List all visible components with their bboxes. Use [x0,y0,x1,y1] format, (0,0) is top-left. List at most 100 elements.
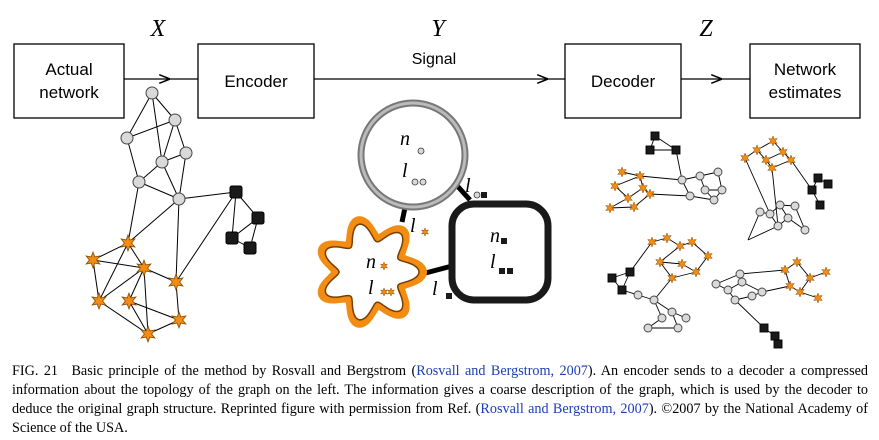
estimates-gray-node [773,221,783,231]
estimates-black-node [607,273,617,283]
estimates-gray-node [775,200,785,210]
decoder-box: Decoder [564,43,682,119]
estimates-edge [659,261,683,265]
small-orange-star [420,227,430,237]
estimates-gray-node [667,307,677,317]
estimates-black-node [813,173,823,183]
estimates-orange-node [821,266,831,278]
estimates-orange-node [780,264,790,276]
estimates-black-node [770,331,780,341]
estimates-gray-node [685,191,695,201]
estimates-gray-node [747,291,757,301]
citation-link-1[interactable]: Rosvall and Bergstrom, 2007 [416,363,588,379]
link-gray-black-l: l [465,175,471,197]
estimates-orange-node [610,180,620,192]
var-z-label: Z [699,16,713,42]
estimates-black-node [671,145,681,155]
estimates-gray-node [709,195,719,205]
network-estimates-box: Network estimates [749,43,861,119]
actual-network-black-nodes [225,185,265,255]
small-orange-star [386,287,396,297]
estimates-gray-node [700,185,710,195]
estimates-gray-node [735,269,745,279]
orange-star-node [171,310,187,330]
orange-module-n: n [366,251,376,273]
estimates-gray-node [649,295,659,305]
caption-text-1: Basic principle of the method by Rosvall… [71,363,417,379]
estimates-orange-node [786,154,796,166]
estimates-gray-node [681,313,691,323]
estimates-edge [695,255,709,273]
estimates-black-node [759,323,769,333]
estimates-orange-node [629,201,639,213]
estimates-orange-node [761,154,771,166]
orange-module: n l [317,216,427,328]
orange-star-node [85,250,101,270]
orange-star-node [168,272,184,292]
estimates-black-node [773,339,783,349]
black-module-n: n [490,225,500,247]
estimates-edge [671,271,697,279]
black-module-l: l [490,251,496,273]
estimates-orange-node [605,202,615,214]
estimates-gray-node [755,207,765,217]
estimates-graph [605,131,833,349]
estimates-orange-node [813,292,823,304]
estimates-orange-node [703,250,713,262]
small-orange-star [379,261,389,271]
estimates-black-node [617,285,627,295]
figure-caption: FIG. 21 Basic principle of the method by… [12,362,868,438]
estimates-gray-node [711,279,721,289]
estimates-orange-node [617,166,627,178]
estimates-gray-node [730,295,740,305]
actual-network-gray-nodes [120,86,193,206]
estimates-edge [796,261,811,279]
network-estimates-label-2: estimates [769,83,842,102]
estimates-gray-node [717,185,727,195]
encoder-label: Encoder [224,72,288,91]
estimates-orange-node [778,146,788,158]
estimates-orange-node [752,144,762,156]
estimates-orange-node [638,182,648,194]
estimates-gray-node [643,323,653,333]
orange-star-node [136,258,152,278]
actual-network-label-2: network [39,83,99,102]
actual-network-label-1: Actual [45,60,92,79]
estimates-black-node [650,131,660,141]
estimates-gray-node [723,285,733,295]
estimates-orange-node [675,240,685,252]
citation-link-2[interactable]: Rosvall and Bergstrom, 2007 [480,401,649,417]
estimates-gray-node [800,225,810,235]
estimates-black-node [645,145,655,155]
estimates-edge [734,299,765,329]
estimates-orange-node [667,272,677,284]
encoder-box: Encoder [197,43,315,119]
estimates-gray-node [737,277,747,287]
caption-text-3: ). ©2007 by the National Academy of Scie… [12,401,868,436]
estimates-edge [614,175,641,187]
estimates-edge [653,277,673,301]
estimates-orange-node [785,280,795,292]
estimates-edge [790,159,813,191]
estimates-black-node [815,200,825,210]
estimates-orange-node [792,256,802,268]
actual-network-orange-nodes [85,233,187,344]
estimates-orange-node [635,170,645,182]
estimates-edge [609,206,635,209]
var-x-label: X [150,16,167,42]
black-module: n l [417,200,552,304]
decoder-label: Decoder [591,72,656,91]
estimates-orange-node [691,266,701,278]
orange-star-node [121,291,137,311]
estimates-edge [761,285,791,293]
gray-module-l: l [402,160,408,182]
estimates-orange-node [662,232,672,244]
estimates-orange-node [687,236,697,248]
estimates-orange-node [655,256,665,268]
link-orange-black-l: l [432,278,438,300]
estimates-gray-node [677,175,687,185]
estimates-orange-node [805,272,815,284]
estimates-orange-node [795,286,805,298]
estimates-gray-node [673,323,683,333]
figure: X Y Z Actual network Encoder Decoder Net… [13,16,861,349]
